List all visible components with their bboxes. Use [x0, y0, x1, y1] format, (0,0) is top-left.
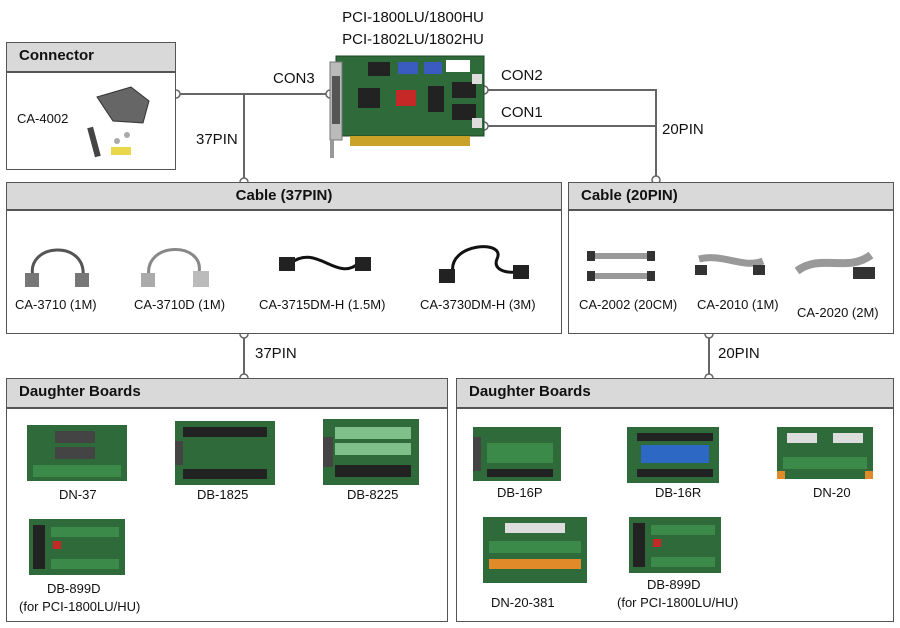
ca-4002-image	[83, 83, 163, 163]
db-1825-image	[175, 421, 275, 485]
connector-title: Connector	[6, 42, 176, 72]
ca-3710d-label: CA-3710D (1M)	[134, 297, 226, 312]
db-16p-label: DB-16P	[497, 485, 543, 500]
ca-3710-image	[21, 233, 95, 291]
ca-3730dm-h-label: CA-3730DM-H (3M)	[420, 297, 536, 312]
ca-2020-label: CA-2020 (2M)	[797, 305, 879, 320]
dn-20-label: DN-20	[813, 485, 851, 500]
ca-4002-label: CA-4002	[17, 111, 69, 126]
db-899d-left-label: DB-899D	[47, 581, 101, 596]
dn-20-image	[777, 427, 873, 479]
ca-3710-label: CA-3710 (1M)	[15, 297, 97, 312]
cable37-title: Cable (37PIN)	[6, 182, 562, 210]
daughter-left-panel: DN-37 DB-1825 DB-8225 DB-899D (for PCI-1…	[6, 408, 448, 622]
daughter-right-panel: DB-16P DB-16R DN-20 DN-20-381 DB-899D (f…	[456, 408, 894, 622]
ca-3710d-image	[137, 233, 213, 291]
db-8225-label: DB-8225	[347, 487, 399, 502]
ca-3715dm-h-image	[277, 243, 373, 283]
daughter-left-title: Daughter Boards	[6, 378, 448, 408]
db-8225-image	[323, 419, 419, 485]
pci-card-image	[328, 52, 488, 160]
con3-label: CON3	[273, 70, 315, 87]
con1-label: CON1	[501, 104, 543, 121]
pin37-label-top: 37PIN	[196, 131, 238, 148]
product-title-line1: PCI-1800LU/1800HU	[342, 9, 484, 26]
cable20-panel: CA-2002 (20CM) CA-2010 (1M) CA-2020 (2M)	[568, 210, 894, 334]
ca-2020-image	[791, 247, 877, 285]
db-1825-label: DB-1825	[197, 487, 249, 502]
pin20-label-top: 20PIN	[662, 121, 704, 138]
ca-2002-image	[585, 247, 657, 285]
pin37-label-bottom: 37PIN	[255, 345, 297, 362]
ca-3730dm-h-image	[437, 239, 533, 289]
ca-2002-label: CA-2002 (20CM)	[579, 297, 678, 312]
con2-label: CON2	[501, 67, 543, 84]
db-899d-left-image	[29, 519, 125, 575]
cable37-panel: CA-3710 (1M) CA-3710D (1M) CA-3715DM-H (…	[6, 210, 562, 334]
db-899d-right-image	[629, 517, 721, 573]
product-title-line2: PCI-1802LU/1802HU	[342, 31, 484, 48]
db-899d-right-note: (for PCI-1800LU/HU)	[617, 595, 739, 610]
pin20-label-bottom: 20PIN	[718, 345, 760, 362]
ca-2010-label: CA-2010 (1M)	[697, 297, 779, 312]
db-16r-image	[627, 427, 719, 483]
dn-20-381-label: DN-20-381	[491, 595, 555, 610]
ca-2010-image	[693, 249, 769, 279]
dn-20-381-image	[483, 517, 587, 583]
daughter-right-title: Daughter Boards	[456, 378, 894, 408]
dn-37-label: DN-37	[59, 487, 97, 502]
db-16p-image	[473, 427, 561, 481]
db-899d-right-label: DB-899D	[647, 577, 701, 592]
ca-3715dm-h-label: CA-3715DM-H (1.5M)	[259, 297, 386, 312]
db-16r-label: DB-16R	[655, 485, 702, 500]
connector-panel: CA-4002	[6, 72, 176, 170]
db-899d-left-note: (for PCI-1800LU/HU)	[19, 599, 141, 614]
dn-37-image	[27, 425, 127, 481]
cable20-title: Cable (20PIN)	[568, 182, 894, 210]
